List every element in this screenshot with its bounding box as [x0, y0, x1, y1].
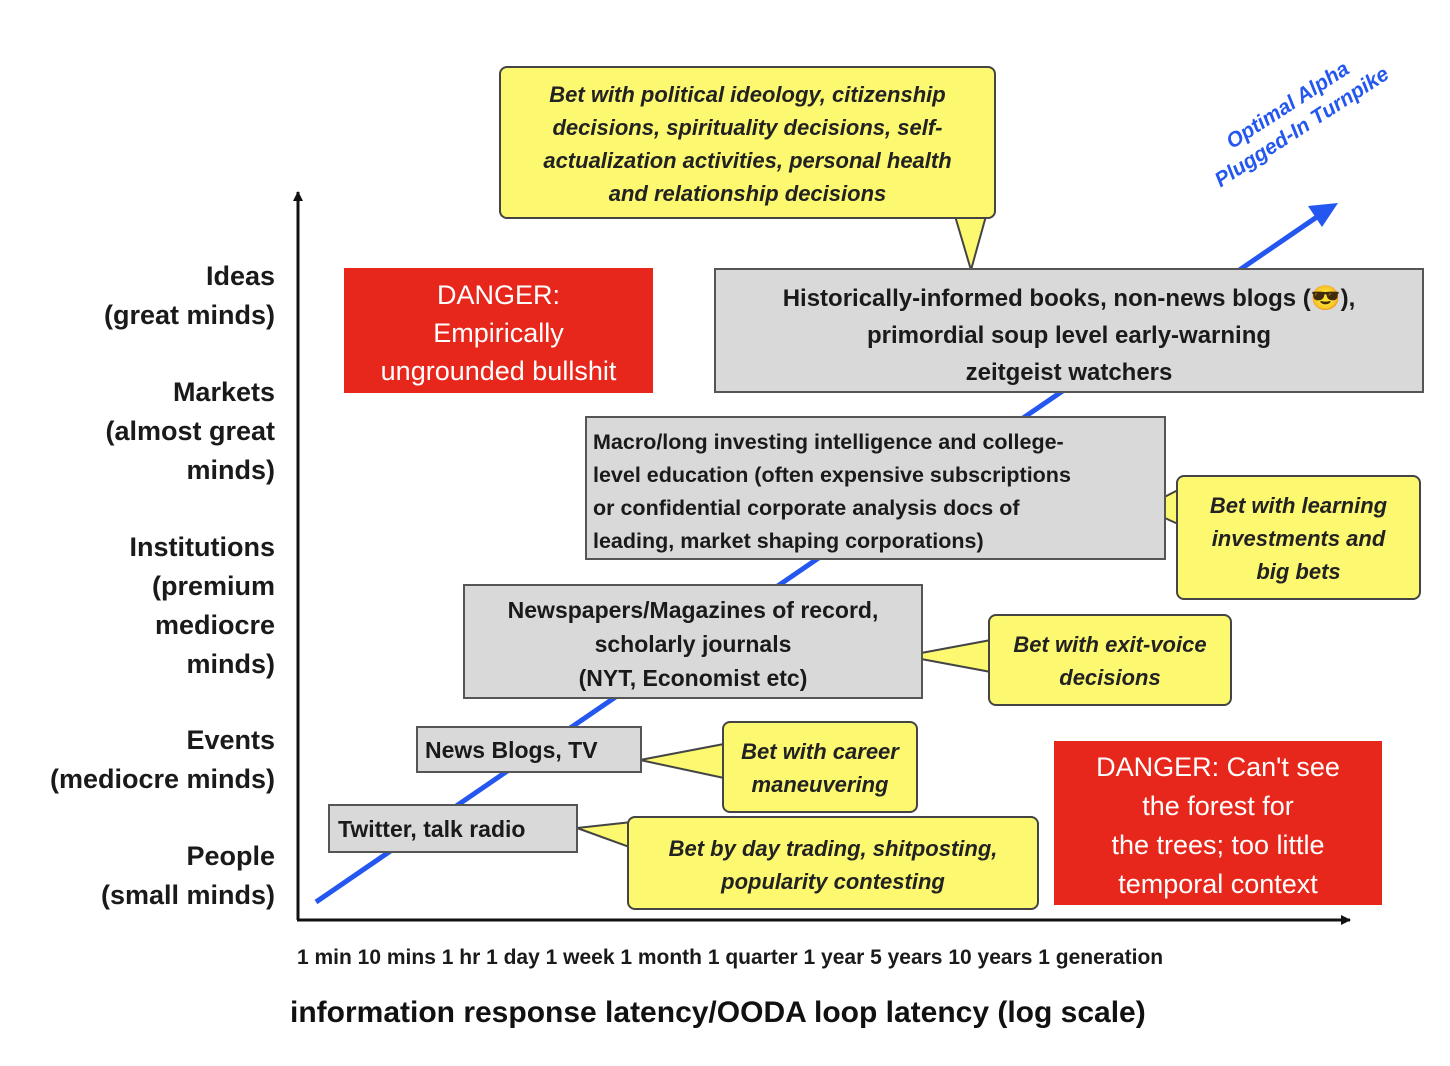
y-label-markets: Markets (almost great minds)	[105, 377, 275, 485]
source-twitter-talk-radio: Twitter, talk radio	[328, 804, 578, 853]
callout-bet-career: Bet with career maneuvering	[722, 721, 918, 813]
y-label-events: Events (mediocre minds)	[49, 725, 275, 794]
danger-box-top: DANGER: Empirically ungrounded bullshit	[344, 268, 653, 393]
source-newspapers: Newspapers/Magazines of record, scholarl…	[463, 584, 923, 699]
pointer-ideology	[953, 215, 988, 274]
callout-bet-ideology: Bet with political ideology, citizenship…	[499, 66, 996, 219]
y-label-people: People (small minds)	[100, 841, 275, 910]
callout-bet-learning: Bet with learning investments and big be…	[1176, 475, 1421, 600]
pointer-day-trading	[576, 820, 633, 850]
source-macro-investing: Macro/long investing intelligence and co…	[585, 416, 1166, 560]
pointer-career	[639, 742, 725, 780]
x-axis-title: information response latency/OODA loop l…	[290, 996, 1146, 1029]
source-historical-books: Historically-informed books, non-news bl…	[714, 268, 1424, 393]
danger-box-bottom: DANGER: Can't see the forest for the tre…	[1054, 741, 1382, 905]
source-news-blogs-tv: News Blogs, TV	[416, 726, 642, 773]
y-label-ideas: Ideas (great minds)	[103, 261, 275, 330]
x-axis-tick-labels: 1 min 10 mins 1 hr 1 day 1 week 1 month …	[297, 946, 1164, 969]
callout-bet-exit-voice: Bet with exit-voice decisions	[988, 614, 1232, 706]
y-label-institutions: Institutions (premium mediocre minds)	[129, 532, 275, 679]
callout-bet-day-trading: Bet by day trading, shitposting, popular…	[627, 816, 1039, 910]
turnpike-arrowhead	[1308, 203, 1338, 227]
